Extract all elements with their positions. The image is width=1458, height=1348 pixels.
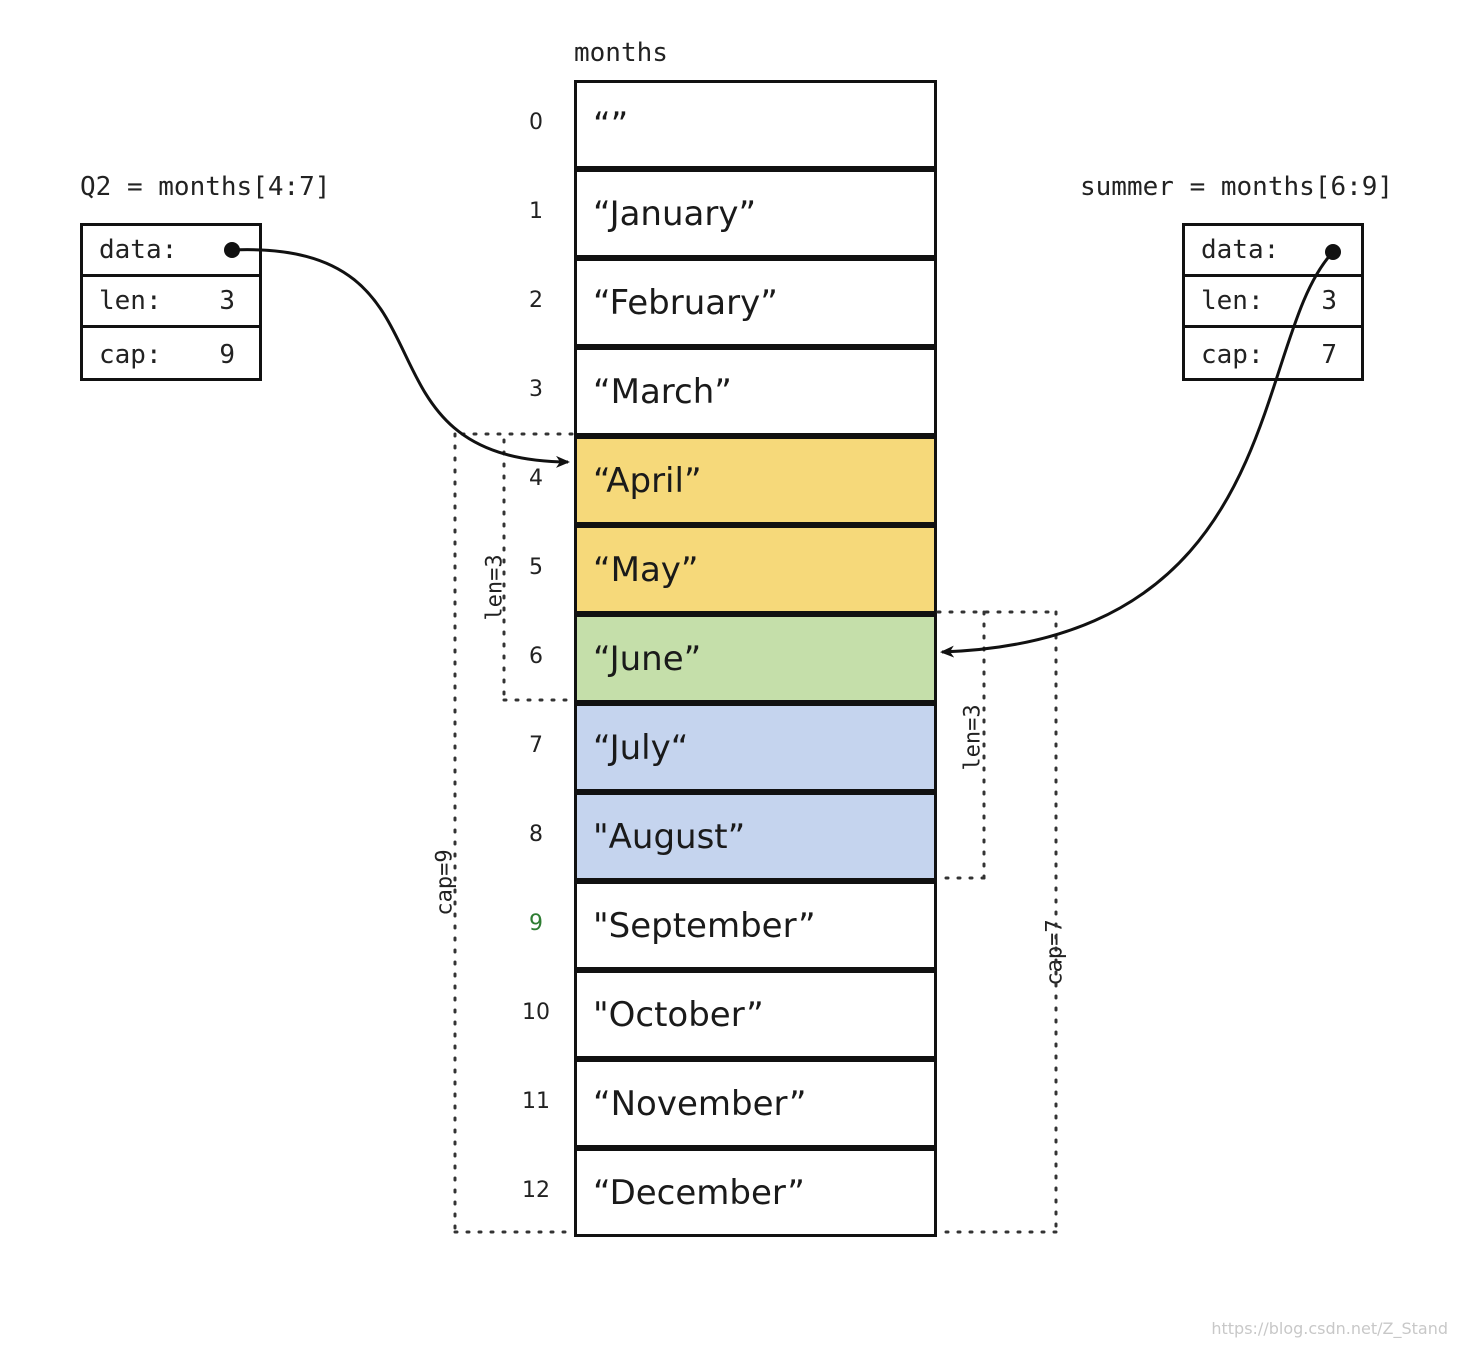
summer-len-value: 3 xyxy=(1321,286,1337,316)
array-cell: “January” xyxy=(574,169,937,258)
array-cell: "August” xyxy=(574,792,937,881)
array-cell: “March” xyxy=(574,347,937,436)
q2-len-row: len: 3 xyxy=(83,277,259,328)
array-index: 7 xyxy=(529,733,543,758)
array-cell: “” xyxy=(574,80,937,169)
array-index: 10 xyxy=(522,1000,550,1025)
q2-cap-label: cap: xyxy=(99,339,162,370)
array-index: 8 xyxy=(529,822,543,847)
array-cell: "September” xyxy=(574,881,937,970)
array-index: 0 xyxy=(529,110,543,135)
array-index: 2 xyxy=(529,288,543,313)
watermark: https://blog.csdn.net/Z_Stand xyxy=(1211,1319,1448,1338)
summer-data-row: data: xyxy=(1185,226,1361,277)
summer-cap-row: cap: 7 xyxy=(1185,329,1361,380)
array-index: 9 xyxy=(529,911,543,936)
q2-len-value: 3 xyxy=(219,286,235,316)
q2-data-row: data: xyxy=(83,226,259,277)
summer-len-bracket xyxy=(936,610,986,880)
array-index: 6 xyxy=(529,644,543,669)
summer-slice-label: summer = months[6:9] xyxy=(1080,172,1394,202)
array-cell: “November” xyxy=(574,1059,937,1148)
array-cell: “April” xyxy=(574,436,937,525)
array-cell: “July“ xyxy=(574,703,937,792)
array-index: 3 xyxy=(529,377,543,402)
q2-cap-bracket xyxy=(453,432,574,1234)
array-index: 4 xyxy=(529,466,543,491)
array-cell: “February” xyxy=(574,258,937,347)
array-cell: “June” xyxy=(574,614,937,703)
array-index: 1 xyxy=(529,199,543,224)
summer-cap-bracket xyxy=(936,610,1058,1234)
summer-cap-value: 7 xyxy=(1321,339,1337,370)
array-cell: “May” xyxy=(574,525,937,614)
array-index: 11 xyxy=(522,1089,550,1114)
array-index: 5 xyxy=(529,555,543,580)
summer-cap-label: cap: xyxy=(1201,339,1264,370)
summer-len-label: len: xyxy=(1201,286,1264,316)
q2-len-bracket xyxy=(502,438,574,702)
q2-cap-value: 9 xyxy=(219,339,235,370)
array-cell: “December” xyxy=(574,1148,937,1237)
summer-pointer-arrow xyxy=(940,250,1335,658)
array-index: 12 xyxy=(522,1178,550,1203)
array-cell: "October” xyxy=(574,970,937,1059)
q2-cap-row: cap: 9 xyxy=(83,329,259,380)
q2-pointer-arrow xyxy=(231,248,570,468)
q2-len-label: len: xyxy=(99,286,162,316)
array-name: months xyxy=(574,38,668,68)
q2-slice-label: Q2 = months[4:7] xyxy=(80,172,331,202)
q2-data-label: data: xyxy=(99,235,178,265)
summer-data-label: data: xyxy=(1201,235,1280,265)
summer-len-row: len: 3 xyxy=(1185,277,1361,328)
